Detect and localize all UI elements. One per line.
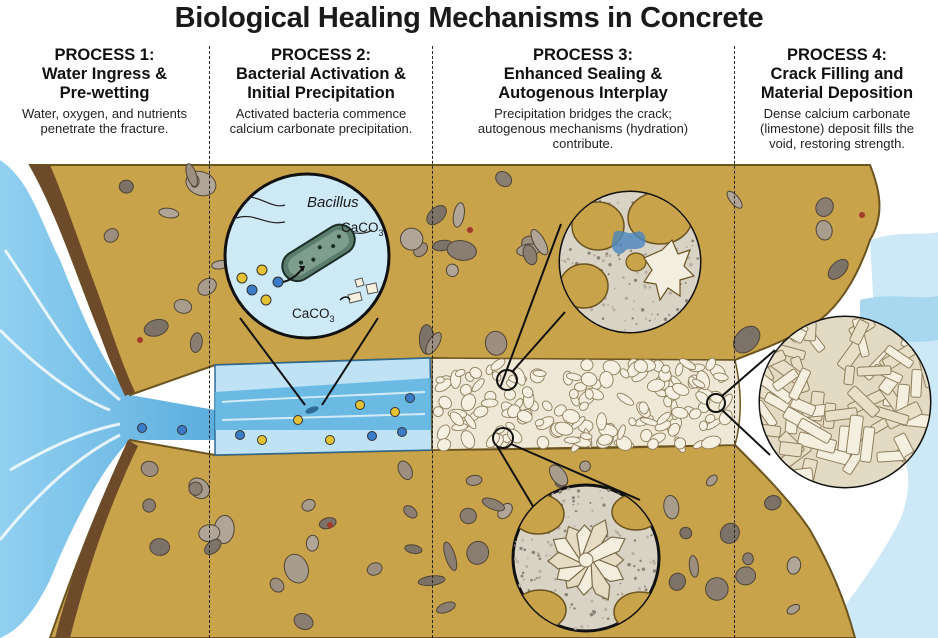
process-4-panel: PROCESS 4: Crack Filling and Material De… (736, 46, 938, 151)
process-2-description: Activated bacteria commence calcium carb… (210, 106, 432, 136)
diagram-title: Biological Healing Mechanisms in Concret… (0, 2, 938, 35)
process-3-description: Precipitation bridges the crack; autogen… (433, 106, 733, 151)
process-1-description: Water, oxygen, and nutrients penetrate t… (0, 106, 209, 136)
process-2-panel: PROCESS 2: Bacterial Activation & Initia… (210, 46, 432, 136)
process-3-panel: PROCESS 3: Enhanced Sealing & Autogenous… (433, 46, 733, 151)
process-1-heading: PROCESS 1: Water Ingress & Pre-wetting (0, 46, 209, 103)
process-4-description: Dense calcium carbonate (limestone) depo… (736, 106, 938, 151)
bacillus-label: Bacillus (307, 194, 359, 211)
divider-3 (734, 46, 735, 638)
process-3-heading: PROCESS 3: Enhanced Sealing & Autogenous… (433, 46, 733, 103)
hydration-magnifier (560, 192, 700, 332)
process-2-heading: PROCESS 2: Bacterial Activation & Initia… (210, 46, 432, 103)
process-4-heading: PROCESS 4: Crack Filling and Material De… (736, 46, 938, 103)
process-1-panel: PROCESS 1: Water Ingress & Pre-wetting W… (0, 46, 209, 136)
